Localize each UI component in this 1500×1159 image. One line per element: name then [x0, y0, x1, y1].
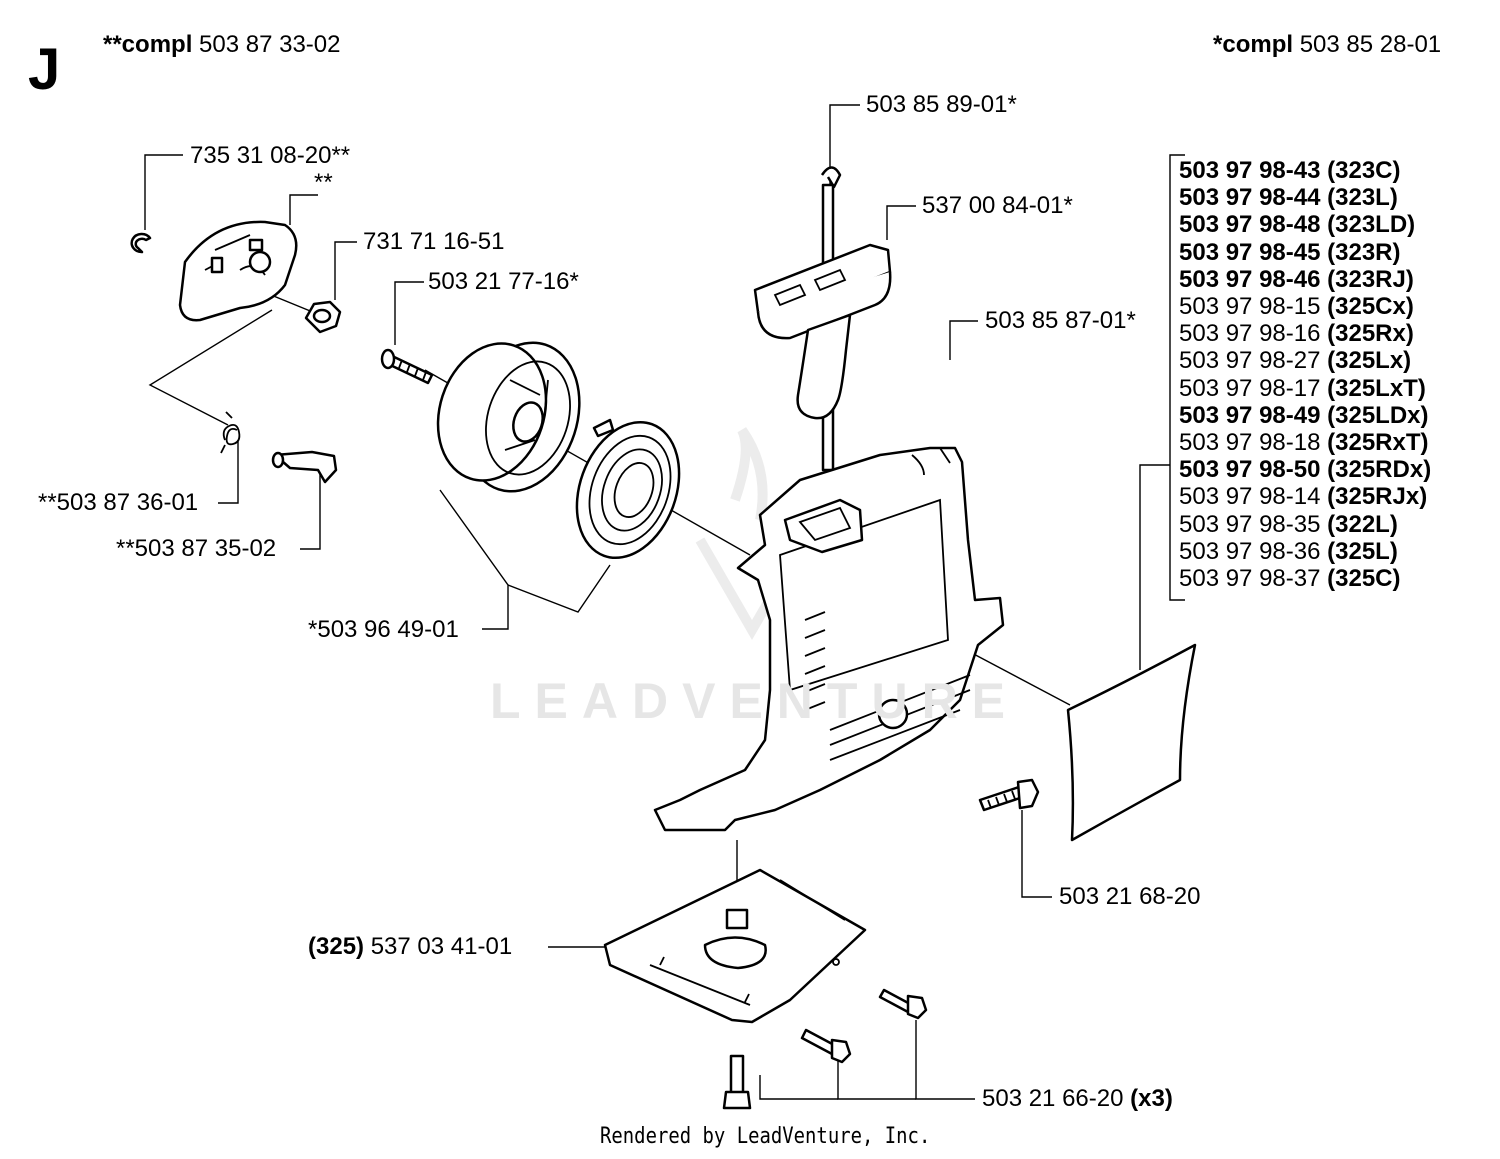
model-part-number: 503 97 98-49	[1179, 401, 1321, 429]
header-right-prefix: *compl	[1213, 31, 1294, 58]
header-right: *compl 503 85 28-01	[1213, 32, 1441, 58]
model-name: (323C)	[1327, 157, 1401, 184]
model-name: (325RDx)	[1327, 456, 1432, 484]
starter-handle-part	[753, 243, 892, 420]
model-name: (325Rx)	[1327, 320, 1414, 348]
model-part-number: 503 97 98-17	[1179, 374, 1321, 402]
model-decal-list: 503 97 98-43 (323C)503 97 98-44 (323L)50…	[1179, 157, 1431, 592]
model-decal-part	[1066, 643, 1197, 842]
model-name: (325C)	[1327, 565, 1401, 593]
model-name: (325L)	[1327, 537, 1398, 565]
model-list-row: 503 97 98-18 (325RxT)	[1179, 429, 1431, 456]
model-list-row: 503 97 98-50 (325RDx)	[1179, 456, 1431, 483]
part-label: 503 21 68-20	[1059, 883, 1201, 910]
part-label: **503 87 36-01	[38, 489, 199, 516]
pawl-housing-part	[178, 220, 298, 322]
model-name: (325Lx)	[1327, 347, 1412, 375]
model-part-number: 503 97 98-36	[1179, 537, 1321, 565]
retaining-clip-part	[130, 232, 152, 254]
watermark-text: LEADVENTURE	[490, 673, 1020, 729]
model-list-row: 503 97 98-46 (323RJ)	[1179, 266, 1431, 293]
model-name: (325RJx)	[1327, 483, 1428, 511]
part-label: (325) 537 03 41-01	[308, 934, 512, 960]
model-part-number: 503 97 98-46	[1179, 265, 1321, 293]
model-part-number: 503 97 98-37	[1179, 565, 1321, 593]
model-list-row: 503 97 98-45 (323R)	[1179, 239, 1431, 266]
model-name: (323L)	[1327, 184, 1398, 212]
model-name: (325LDx)	[1327, 401, 1429, 429]
model-part-number: 503 97 98-27	[1179, 347, 1321, 375]
model-part-number: 503 97 98-35	[1179, 510, 1321, 538]
screw-part	[878, 988, 928, 1020]
model-name: (323LD)	[1327, 211, 1416, 239]
model-part-number: 503 97 98-14	[1179, 483, 1321, 511]
part-label: **503 87 35-02	[116, 535, 277, 562]
model-list-row: 503 97 98-48 (323LD)	[1179, 211, 1431, 238]
model-part-number: 503 97 98-18	[1179, 429, 1321, 457]
screw-part	[800, 1028, 852, 1064]
model-list-row: 503 97 98-37 (325C)	[1179, 565, 1431, 592]
nut-part	[304, 300, 342, 334]
pawl-spring-part	[220, 411, 241, 454]
screw-part	[722, 1054, 752, 1110]
model-name: (325RxT)	[1327, 429, 1429, 457]
header-right-number: 503 85 28-01	[1299, 31, 1442, 58]
base-plate-part	[603, 868, 867, 1024]
model-list-row: 503 97 98-27 (325Lx)	[1179, 347, 1431, 374]
model-list-row: 503 97 98-16 (325Rx)	[1179, 320, 1431, 347]
part-label: 503 21 77-16*	[428, 268, 579, 295]
model-part-number: 503 97 98-48	[1179, 211, 1321, 239]
part-label-number: 503 21 66-20	[982, 1085, 1124, 1112]
model-name: (322L)	[1327, 510, 1398, 538]
header-left-number: 503 87 33-02	[199, 31, 341, 58]
screw-part	[978, 778, 1040, 812]
part-label: 503 85 87-01*	[985, 307, 1136, 334]
part-label: 537 00 84-01*	[922, 192, 1073, 219]
part-label: 731 71 16-51	[363, 228, 505, 255]
model-name: (323RJ)	[1327, 265, 1414, 293]
model-list-row: 503 97 98-15 (325Cx)	[1179, 293, 1431, 320]
part-label: 735 31 08-20**	[190, 142, 351, 169]
header-left-prefix: **compl	[103, 31, 193, 58]
recoil-spring-part	[575, 418, 681, 560]
model-list-row: 503 97 98-14 (325RJx)	[1179, 483, 1431, 510]
part-label: **	[314, 169, 333, 196]
starter-pulley-part	[436, 341, 581, 493]
part-label: 503 21 66-20 (x3)	[982, 1086, 1173, 1112]
part-label: 503 85 89-01*	[866, 91, 1017, 118]
model-part-number: 503 97 98-43	[1179, 157, 1321, 184]
model-part-number: 503 97 98-50	[1179, 456, 1321, 484]
model-part-number: 503 97 98-45	[1179, 238, 1321, 266]
header-left: **compl 503 87 33-02	[103, 32, 341, 58]
part-label-prefix: (325)	[308, 933, 365, 960]
model-list-row: 503 97 98-36 (325L)	[1179, 538, 1431, 565]
model-list-row: 503 97 98-43 (323C)	[1179, 157, 1431, 184]
model-name: (323R)	[1327, 238, 1401, 266]
part-label-suffix: (x3)	[1130, 1085, 1173, 1112]
model-part-number: 503 97 98-15	[1179, 293, 1321, 321]
section-letter: J	[28, 37, 61, 102]
model-name: (325LxT)	[1327, 374, 1426, 402]
model-list-row: 503 97 98-44 (323L)	[1179, 184, 1431, 211]
model-list-row: 503 97 98-35 (322L)	[1179, 511, 1431, 538]
pawl-part	[271, 450, 338, 484]
model-list-row: 503 97 98-49 (325LDx)	[1179, 402, 1431, 429]
footer-credit: Rendered by LeadVenture, Inc.	[600, 1124, 931, 1149]
screw-part	[380, 348, 434, 385]
part-label-number: 537 03 41-01	[370, 933, 513, 960]
model-part-number: 503 97 98-16	[1179, 320, 1321, 348]
part-label: *503 96 49-01	[308, 616, 459, 643]
model-list-row: 503 97 98-17 (325LxT)	[1179, 375, 1431, 402]
model-name: (325Cx)	[1327, 293, 1414, 321]
model-part-number: 503 97 98-44	[1179, 184, 1321, 212]
starter-housing-part	[653, 446, 1005, 832]
